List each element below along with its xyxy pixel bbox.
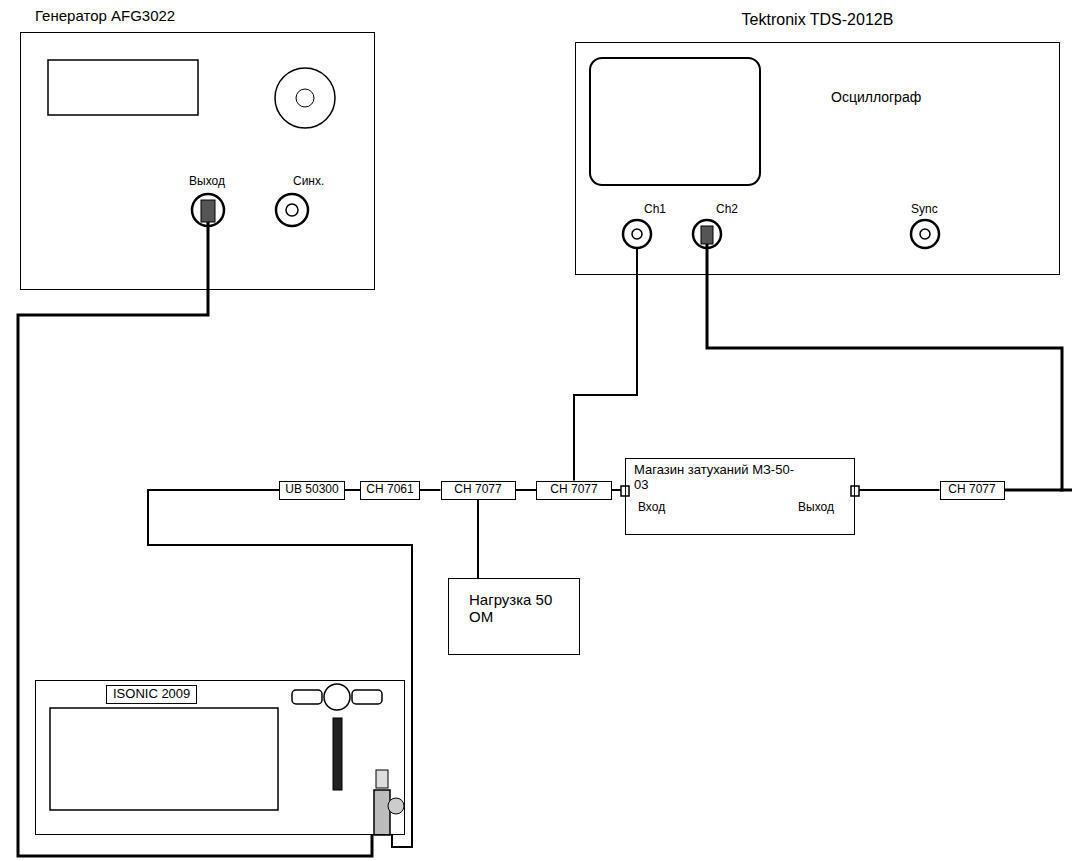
cable-line — [855, 489, 940, 491]
cable-line — [516, 489, 537, 491]
cable-line — [477, 500, 479, 579]
isonic-screen — [50, 708, 278, 810]
device-label: CH 7077 — [550, 483, 597, 497]
generator-display — [48, 60, 198, 115]
ch2-plug — [701, 226, 713, 244]
ch1-connector — [623, 220, 651, 248]
device-label: Нагрузка 50 ОМ — [469, 591, 559, 626]
sync-connector — [276, 194, 308, 226]
port-label: Sync — [911, 203, 938, 217]
adapter-box: CH 7077 — [441, 481, 516, 500]
isonic-slot — [333, 718, 342, 790]
device-label: CH 7077 — [948, 483, 995, 497]
sync-input-connector — [911, 220, 939, 248]
adapter-box: CH 7077 — [536, 481, 612, 500]
output-connector — [192, 194, 224, 226]
adapter-box: CH 7077 — [940, 481, 1005, 500]
attenuator-output-port — [851, 486, 859, 496]
device-label: CH 7077 — [454, 483, 501, 497]
isonic-button — [352, 690, 382, 704]
generator-knob — [275, 68, 335, 128]
cable-line — [18, 290, 372, 856]
device-label: CH 7061 — [366, 483, 413, 497]
device-label: Tektronix TDS-2012B — [576, 11, 1059, 29]
cable-line — [420, 489, 441, 491]
generator-knob-cap — [296, 89, 314, 107]
output-plug — [201, 200, 215, 222]
port-label: Выход — [798, 501, 834, 515]
ch1-cable — [636, 248, 638, 275]
ch2-cable — [706, 244, 709, 275]
isonic-socket — [376, 770, 388, 788]
device-box: Генератор AFG3022ВыходСинх. — [20, 32, 375, 290]
device-box: Нагрузка 50 ОМ — [448, 578, 580, 655]
sync-connector-pin — [286, 204, 298, 216]
ch2-connector — [693, 220, 721, 248]
generator-illustration — [48, 60, 335, 290]
isonic-knob — [324, 684, 350, 710]
adapter-box: UB 50300 — [279, 481, 345, 500]
oscilloscope-screen — [590, 58, 760, 185]
isonic-plug — [374, 790, 390, 835]
output-cable — [207, 222, 210, 290]
ch1-connector-pin — [632, 229, 642, 239]
oscilloscope-illustration — [590, 58, 939, 275]
port-label: Осциллограф — [831, 89, 921, 105]
device-box: Магазин затуханий МЗ-50-03Вход Выход — [625, 458, 855, 535]
port-label: Синх. — [293, 175, 324, 189]
sync-input-pin — [920, 229, 930, 239]
adapter-box: CH 7061 — [360, 481, 420, 500]
port-label: Вход — [638, 501, 665, 515]
attenuator-ports — [621, 486, 859, 496]
output-wire — [1060, 489, 1072, 492]
isonic-illustration — [50, 684, 404, 835]
isonic-connector-knob — [388, 798, 404, 814]
cable-line — [345, 489, 360, 491]
cable-line — [574, 275, 637, 481]
device-label: Магазин затуханий МЗ-50-03 — [634, 463, 804, 493]
device-label: ISONIC 2009 — [106, 685, 197, 704]
port-label: Ch1 — [644, 203, 666, 217]
isonic-button — [292, 690, 322, 704]
cable-line — [148, 490, 412, 847]
device-box: ISONIC 2009 — [35, 680, 405, 835]
device-label: Генератор AFG3022 — [35, 7, 175, 24]
port-label: Ch2 — [716, 203, 738, 217]
device-label: UB 50300 — [285, 483, 338, 497]
device-box: Tektronix TDS-2012BОсциллографCh1Ch2Sync — [575, 42, 1060, 275]
port-label: Выход — [189, 175, 225, 189]
